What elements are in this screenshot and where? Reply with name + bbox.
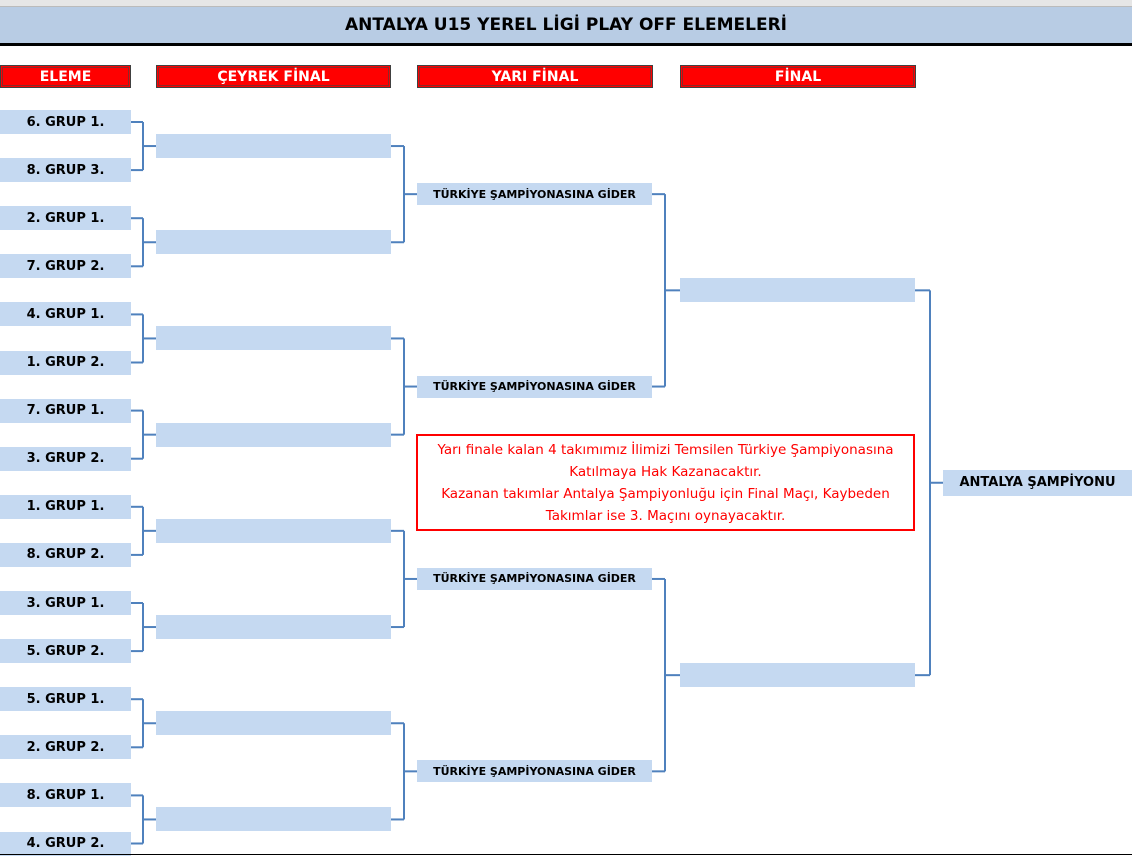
eleme-slot: 8. GRUP 3. (0, 158, 131, 183)
eleme-slot: 8. GRUP 2. (0, 542, 131, 567)
eleme-slot: 3. GRUP 1. (0, 591, 131, 615)
yari-final-slot: TÜRKİYE ŞAMPİYONASINA GİDER (417, 760, 652, 783)
ceyrek-final-slot (156, 134, 391, 159)
eleme-slot: 7. GRUP 1. (0, 398, 131, 423)
eleme-slot: 5. GRUP 1. (0, 687, 131, 712)
note-line-4: Takımlar ise 3. Maçını oynayacaktır. (545, 507, 786, 524)
eleme-slot: 1. GRUP 1. (0, 494, 131, 519)
header-ceyrek-final: ÇEYREK FİNAL (156, 65, 391, 88)
page-title: ANTALYA U15 YEREL LİGİ PLAY OFF ELEMELER… (0, 7, 1132, 46)
final-slot (680, 663, 915, 688)
eleme-slot: 2. GRUP 1. (0, 206, 131, 231)
yari-final-slot: TÜRKİYE ŞAMPİYONASINA GİDER (417, 375, 652, 398)
ceyrek-final-slot (156, 711, 391, 736)
eleme-slot: 6. GRUP 1. (0, 110, 131, 134)
header-yari-final: YARI FİNAL (417, 65, 653, 88)
ceyrek-final-slot (156, 326, 391, 351)
header-eleme: ELEME (0, 65, 131, 88)
note-line-1: Yarı finale kalan 4 takımımız İlimizi Te… (437, 441, 894, 458)
note-line-3: Kazanan takımlar Antalya Şampiyonluğu iç… (441, 485, 890, 502)
final-slot (680, 278, 915, 303)
info-note: Yarı finale kalan 4 takımımız İlimizi Te… (416, 434, 915, 531)
eleme-slot: 8. GRUP 1. (0, 783, 131, 808)
eleme-slot: 1. GRUP 2. (0, 350, 131, 375)
eleme-slot: 2. GRUP 2. (0, 735, 131, 760)
ceyrek-final-slot (156, 422, 391, 447)
eleme-slot: 4. GRUP 1. (0, 302, 131, 327)
eleme-slot: 7. GRUP 2. (0, 254, 131, 279)
ceyrek-final-slot (156, 518, 391, 543)
bottom-border (0, 854, 1132, 855)
ceyrek-final-slot (156, 807, 391, 832)
spreadsheet-column-strip (0, 0, 1132, 7)
ceyrek-final-slot (156, 615, 391, 640)
eleme-slot: 3. GRUP 2. (0, 446, 131, 471)
ceyrek-final-slot (156, 230, 391, 255)
note-line-2: Katılmaya Hak Kazanacaktır. (569, 463, 762, 480)
eleme-slot: 5. GRUP 2. (0, 639, 131, 664)
eleme-slot: 4. GRUP 2. (0, 831, 131, 856)
yari-final-slot: TÜRKİYE ŞAMPİYONASINA GİDER (417, 567, 652, 590)
header-final: FİNAL (680, 65, 916, 88)
champion-slot: ANTALYA ŞAMPİYONU (943, 469, 1132, 496)
yari-final-slot: TÜRKİYE ŞAMPİYONASINA GİDER (417, 183, 652, 206)
